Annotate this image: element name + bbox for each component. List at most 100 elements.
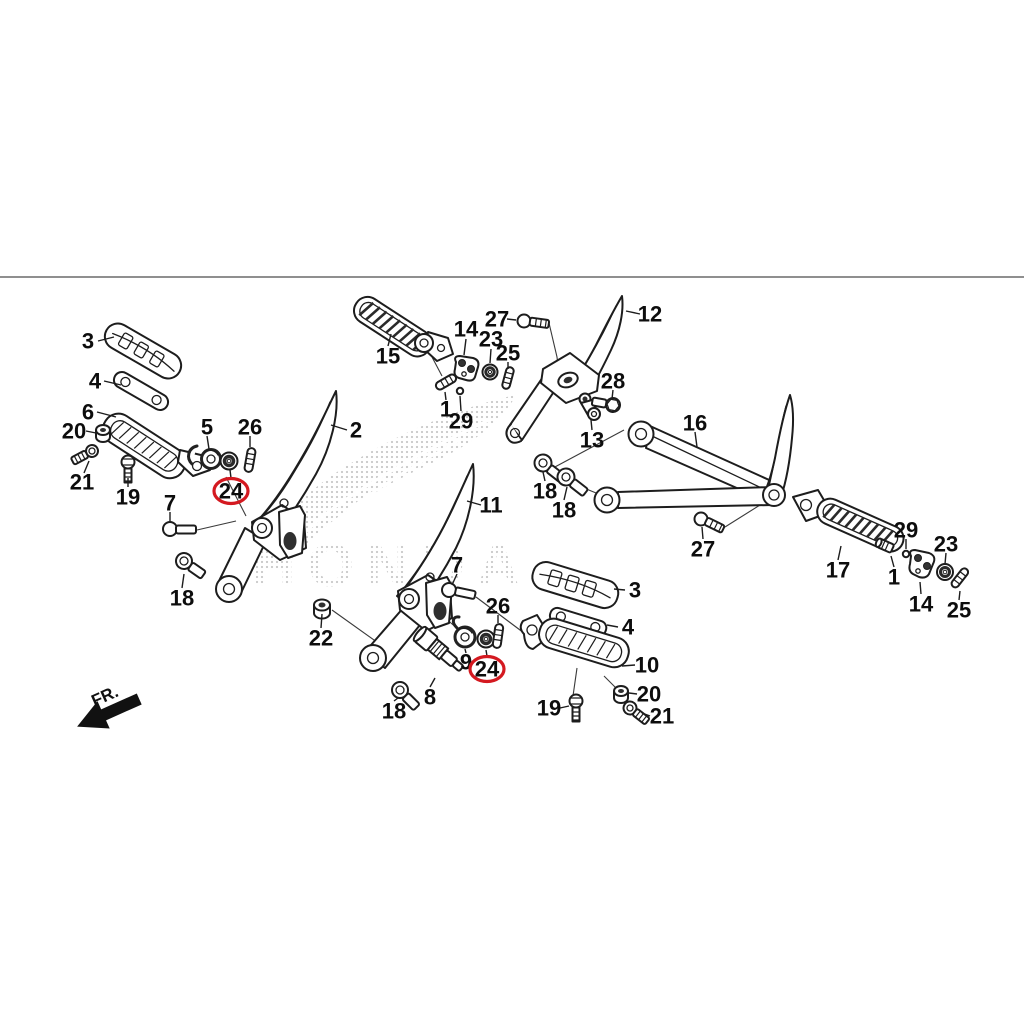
leader-line-4-right <box>606 624 619 628</box>
leader-line-13 <box>590 419 593 431</box>
part-16-step-arm <box>593 394 795 514</box>
part-label-13: 13 <box>580 428 604 453</box>
leader-line-3-left <box>97 336 115 342</box>
part-label-26-right: 26 <box>486 594 510 619</box>
part-label-21-right: 21 <box>650 704 674 729</box>
part-label-21-left: 21 <box>70 470 94 495</box>
leader-line-14-right <box>919 581 922 595</box>
leader-line-2 <box>330 424 348 431</box>
part-label-14-right: 14 <box>909 592 934 617</box>
part-10-footpeg-rear-right <box>519 614 630 697</box>
part-label-18-c: 18 <box>533 479 557 504</box>
part-label-3-right: 3 <box>629 578 641 603</box>
part-label-20-left: 20 <box>62 419 86 444</box>
part-23-washer-top <box>481 363 499 381</box>
leader-line-18-b <box>393 697 399 702</box>
part-label-17: 17 <box>826 558 850 583</box>
part-12-step-bracket-rear-right <box>505 295 624 444</box>
leader-line-14-top <box>463 338 467 356</box>
fr-direction-arrow: FR. <box>77 682 142 729</box>
part-18-bolt-rear-lower <box>556 467 589 497</box>
part-25-spring-top <box>501 366 515 390</box>
part-27-pivot-bolt-top <box>516 313 551 329</box>
part-13-joint-link <box>578 392 601 421</box>
part-19-bolt-left <box>120 454 136 484</box>
part-20-cap-nut-left <box>95 424 111 443</box>
leader-line-4-left <box>103 380 122 386</box>
part-29-ball-top <box>455 386 465 396</box>
part-label-5: 5 <box>201 415 213 440</box>
part-21-bolt-left <box>70 444 99 466</box>
part-15-footpeg-front-left <box>353 295 454 362</box>
part-label-24-left: 24 <box>219 479 244 504</box>
leader-line-3-right <box>613 588 626 591</box>
part-1-pivot-spring-top <box>434 373 458 391</box>
leader-line-29-top <box>459 395 462 412</box>
leader-line-21-right <box>641 712 651 717</box>
part-18-bolt-front-left <box>174 552 207 580</box>
part-label-27-right: 27 <box>691 537 715 562</box>
part-14-bracket-plate-top <box>453 355 480 382</box>
part-label-18-b: 18 <box>382 699 406 724</box>
part-label-12: 12 <box>638 302 662 327</box>
part-label-19-right: 19 <box>537 696 561 721</box>
part-label-10: 10 <box>635 653 659 678</box>
part-label-23-right: 23 <box>934 532 958 557</box>
leader-line-18-c <box>542 471 546 482</box>
leader-line-11 <box>466 500 482 506</box>
leader-line-20-left <box>85 430 97 434</box>
leader-line-27-top <box>506 318 517 321</box>
part-label-7-right: 7 <box>451 553 463 578</box>
part-14-bracket-plate-right <box>908 549 936 579</box>
leader-line-5 <box>206 435 210 450</box>
leader-line-9 <box>464 648 467 654</box>
part-label-8: 8 <box>424 685 436 710</box>
part-29-ball-right <box>901 549 911 559</box>
part-8-joint-bolt <box>412 625 464 672</box>
leader-line-28 <box>611 389 614 400</box>
part-label-14-top: 14 <box>454 317 479 342</box>
leader-line-1-right <box>890 555 895 568</box>
leader-line-10 <box>621 664 636 667</box>
part-label-2: 2 <box>350 418 362 443</box>
leader-line-18-a <box>181 573 185 589</box>
leader-line-7-right <box>451 573 458 586</box>
part-label-26-left: 26 <box>238 415 262 440</box>
part-19-bolt-right <box>568 693 584 723</box>
part-label-7-left: 7 <box>164 491 176 516</box>
part-label-4-left: 4 <box>89 369 102 394</box>
leader-line-24-left <box>229 469 232 479</box>
part-5-return-spring-left <box>187 444 222 470</box>
part-label-25-right: 25 <box>947 598 971 623</box>
fr-arrow-glyph <box>77 693 142 729</box>
part-25-spring-right <box>950 567 970 589</box>
highlight-circle-part-24-1 <box>212 476 250 506</box>
part-label-18-a: 18 <box>170 586 194 611</box>
part-label-28: 28 <box>601 369 625 394</box>
part-label-23-top: 23 <box>479 327 503 352</box>
leader-line-23-right <box>944 552 947 565</box>
part-label-1-right: 1 <box>888 565 900 590</box>
leader-line-17 <box>837 545 842 561</box>
part-label-15: 15 <box>376 344 400 369</box>
leader-line-6-left <box>96 411 117 418</box>
part-4-step-plate-left <box>112 371 170 411</box>
leader-line-1-top <box>444 391 447 401</box>
part-3-step-rubber-left <box>103 322 183 380</box>
part-label-3-left: 3 <box>82 329 94 354</box>
leader-line-8 <box>429 677 436 688</box>
leader-line-25-right <box>958 590 961 601</box>
part-27-pivot-bolt-right <box>693 511 726 534</box>
leader-line-27-right <box>701 526 704 540</box>
part-label-16: 16 <box>683 411 707 436</box>
part-22-nut <box>313 598 331 620</box>
part-label-1-top: 1 <box>440 397 452 422</box>
part-6-footpeg-left <box>101 412 211 480</box>
part-24-washer-right <box>476 629 496 649</box>
part-label-25-top: 25 <box>496 341 520 366</box>
part-label-4-right: 4 <box>622 615 635 640</box>
part-20-cap-nut-right <box>613 685 629 704</box>
part-1-pivot-pin-right <box>874 537 895 554</box>
leader-line-12 <box>625 310 641 315</box>
